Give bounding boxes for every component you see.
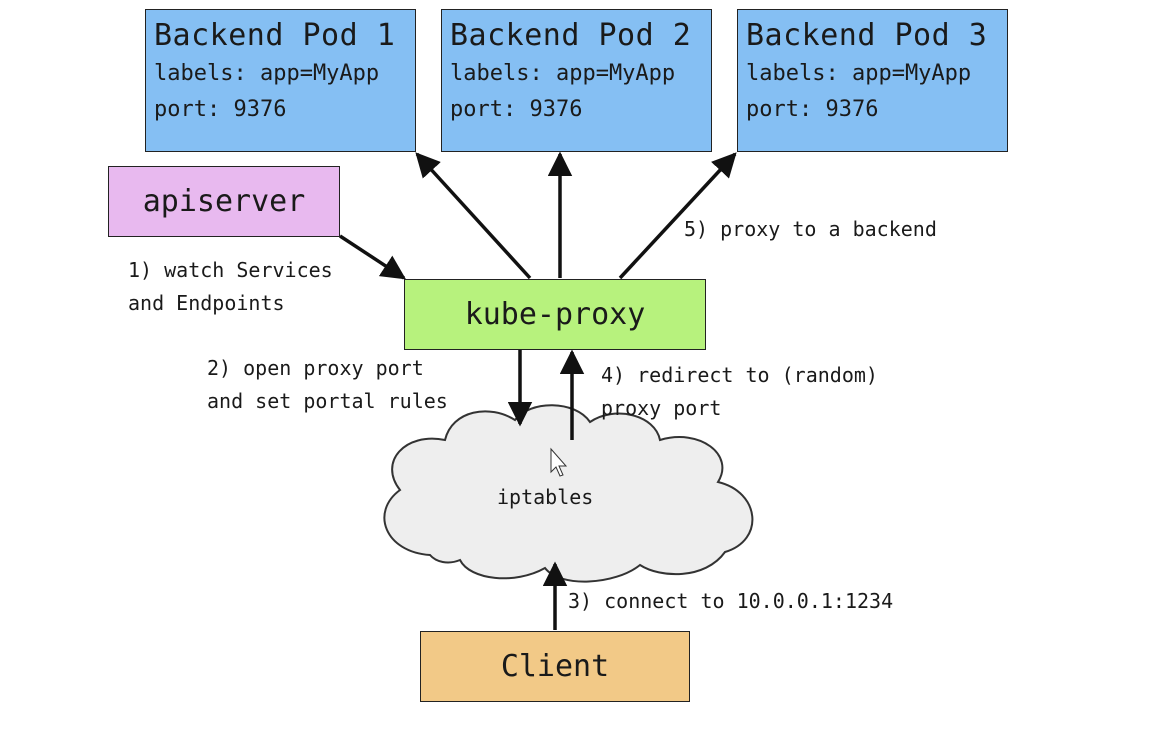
arrow-watch-services [339, 234, 407, 280]
pod-labels: labels: app=MyApp [154, 61, 380, 86]
step-4-line-1: 4) redirect to (random) [601, 363, 878, 387]
apiserver-box: apiserver [108, 166, 340, 237]
pod-port: port: 9376 [450, 97, 583, 122]
kube-proxy-box: kube-proxy [404, 279, 706, 350]
step-1-line-2: and Endpoints [128, 291, 285, 315]
client-label: Client [500, 649, 610, 684]
step-5-line-1: 5) proxy to a backend [684, 217, 937, 241]
iptables-label: iptables [497, 485, 594, 509]
step-5-label: 5) proxy to a backend [684, 213, 937, 246]
pod-port: port: 9376 [746, 97, 879, 122]
pod-title: Backend Pod 1 [154, 18, 396, 53]
pod-labels: labels: app=MyApp [450, 61, 676, 86]
backend-pod-1: Backend Pod 1 labels: app=MyApp port: 93… [145, 9, 416, 152]
step-2-label: 2) open proxy port and set portal rules [207, 352, 448, 418]
backend-pod-2: Backend Pod 2 labels: app=MyApp port: 93… [441, 9, 712, 152]
step-1-line-1: 1) watch Services [128, 258, 333, 282]
step-2-line-1: 2) open proxy port [207, 356, 424, 380]
client-box: Client [420, 631, 690, 702]
step-3-label: 3) connect to 10.0.0.1:1234 [568, 585, 893, 618]
kube-proxy-label: kube-proxy [464, 297, 646, 332]
pod-port: port: 9376 [154, 97, 287, 122]
step-3-line-1: 3) connect to 10.0.0.1:1234 [568, 589, 894, 613]
step-1-label: 1) watch Services and Endpoints [128, 254, 333, 320]
pod-title: Backend Pod 3 [746, 18, 988, 53]
step-2-line-2: and set portal rules [207, 389, 448, 413]
backend-pod-3: Backend Pod 3 labels: app=MyApp port: 93… [737, 9, 1008, 152]
arrow-proxy-to-pod-1 [415, 152, 532, 280]
mouse-cursor-icon [550, 447, 568, 477]
apiserver-label: apiserver [142, 184, 306, 219]
arrow-proxy-to-pod-3 [618, 152, 737, 280]
pod-labels: labels: app=MyApp [746, 61, 972, 86]
pod-title: Backend Pod 2 [450, 18, 692, 53]
step-4-label: 4) redirect to (random) proxy port [601, 359, 878, 425]
step-4-line-2: proxy port [601, 396, 722, 420]
